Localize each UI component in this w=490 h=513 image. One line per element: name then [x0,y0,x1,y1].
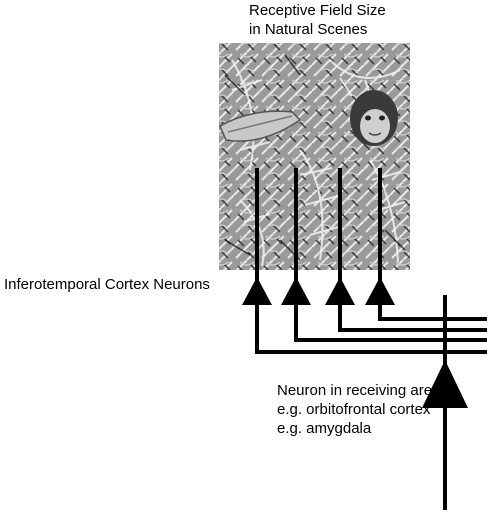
receiving-neuron-label: Neuron in receiving area e.g. orbitofron… [277,381,440,438]
inferotemporal-label: Inferotemporal Cortex Neurons [4,276,210,293]
receiving-line-2: e.g. orbitofrontal cortex [277,401,431,418]
title-line-1: Receptive Field Size [249,2,386,19]
natural-scene-image [219,43,410,270]
it-neuron-1 [242,277,272,305]
inferotemporal-neurons [242,277,395,305]
receptive-field-fibers [255,168,382,290]
banana-icon [219,110,302,142]
it-neuron-3 [325,277,355,305]
receiving-neuron-body [422,360,468,408]
diagram-title: Receptive Field Size in Natural Scenes [249,1,386,39]
it-neuron-4 [365,277,395,305]
monkey-face-icon [350,90,398,146]
receiving-line-1: Neuron in receiving area [277,382,441,399]
receiving-line-3: e.g. amygdala [277,420,372,437]
receiving-neuron [422,295,468,510]
axon-lines [255,305,487,354]
it-neuron-2 [281,277,311,305]
title-line-2: in Natural Scenes [249,21,368,38]
